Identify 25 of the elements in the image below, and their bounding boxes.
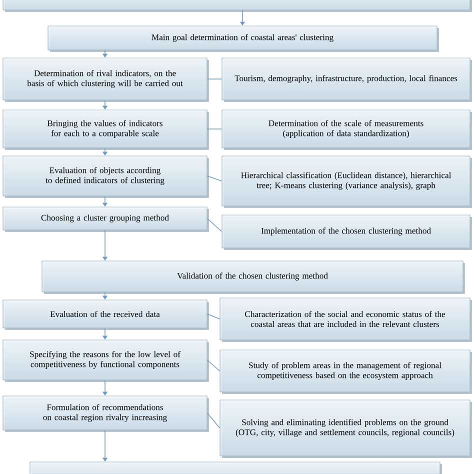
process-box: Implementation of the chosen clustering method (222, 214, 470, 248)
process-box (2, 0, 470, 10)
process-box: Formulation of recommendations on coastal region rivalry increasing (2, 396, 208, 430)
connector-line (206, 218, 222, 232)
process-box (30, 462, 440, 474)
connector-line (206, 412, 220, 428)
process-box: Hierarchical classification (Euclidean distance), hierarchical tree; K-means clustering (variance analysis), graph (222, 156, 470, 206)
process-box: Validation of the chosen clustering method (42, 260, 464, 292)
process-box: Determination of the scale of measurements (application of data standardization) (222, 110, 470, 148)
process-box: Solving and eliminating identified problems on the ground (OTG, city, village and settlement councils, regional councils) (220, 400, 470, 456)
connector-line (206, 78, 222, 80)
connector-line (206, 314, 220, 320)
process-box: Evaluation of objects according to defined indicators of clustering (2, 156, 208, 196)
process-box: Specifying the reasons for the low level of competitiveness by functional components (2, 340, 208, 380)
connector-line (206, 176, 222, 182)
process-box: Bringing the values of indicators for each to a comparable scale (2, 110, 208, 148)
process-box: Characterization of the social and economic status of the coastal areas that are included in the relevant clusters (220, 298, 470, 340)
process-box: Evaluation of the received data (2, 300, 208, 328)
process-box: Study of problem areas in the management of regional competitiveness based on the ecosystem approach (220, 350, 470, 392)
connector-line (206, 128, 222, 130)
process-box: Tourism, demography, infrastructure, production, local finances (222, 58, 470, 100)
process-box: Determination of rival indicators, on the basis of which clustering will be carried out (2, 58, 208, 100)
connector-line (206, 360, 220, 372)
process-box: Choosing a cluster grouping method (2, 206, 208, 230)
process-box: Main goal determination of coastal areas' clustering (48, 26, 438, 50)
